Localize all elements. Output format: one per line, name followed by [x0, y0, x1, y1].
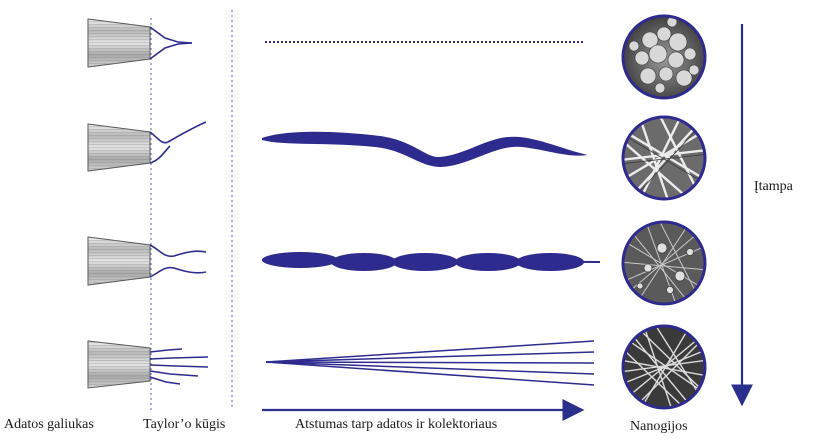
fine-fibers-row-4	[266, 341, 594, 385]
micrograph-thick-fibers	[620, 115, 710, 205]
label-nanofibers: Nanogijos	[630, 419, 688, 435]
micrograph-fine-fibers	[620, 324, 710, 414]
thick-fiber-row-2	[262, 132, 588, 167]
needle-row-3	[88, 237, 206, 285]
needle-row-2	[88, 122, 206, 171]
beaded-fiber-row-3	[262, 252, 600, 271]
label-needle-tip: Adatos galiukas	[4, 417, 94, 433]
micrograph-particles	[620, 14, 710, 104]
label-voltage: Įtampa	[754, 179, 793, 195]
label-taylor-cone: Taylor’o kūgis	[143, 417, 225, 433]
needle-row-4	[88, 341, 208, 388]
needle-row-1	[88, 19, 192, 67]
micrograph-beaded-fibers	[620, 220, 710, 310]
label-distance: Atstumas tarp adatos ir kolektoriaus	[295, 417, 497, 433]
